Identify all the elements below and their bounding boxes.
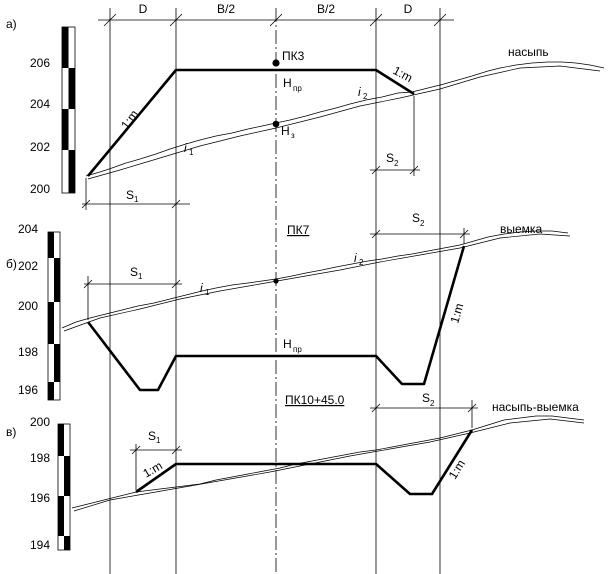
scale-b-198: 198 <box>18 345 38 359</box>
scale-b-200: 200 <box>18 299 38 313</box>
scale-b-204: 204 <box>18 222 38 236</box>
panel-b-ground-line <box>61 230 569 329</box>
panel-b-type: выемка <box>500 222 542 236</box>
panel-b-picket: ПК7 <box>287 223 310 237</box>
panel-c-s-left-sub: 1 <box>156 436 161 445</box>
dim-b-half-left: B/2 <box>217 2 235 16</box>
panel-c-label: в) <box>6 425 16 439</box>
panel-b-i-left: i <box>200 281 203 295</box>
panel-a-label: а) <box>6 17 17 31</box>
panel-a-scale-bar <box>61 26 76 194</box>
panel-b-h-design-sub: пр <box>293 345 302 354</box>
panel-a-i-right-sub: 2 <box>363 92 368 101</box>
panel-b: б) 204 202 200 198 196 ПК7 H пр i 1 i 2 … <box>6 211 571 401</box>
dim-d-right: D <box>404 2 413 16</box>
panel-c-slope-left: 1:m <box>141 458 165 480</box>
scale-b-202: 202 <box>18 259 38 273</box>
panel-b-h-design: H <box>283 337 292 351</box>
panel-a-s-left: S <box>126 188 134 202</box>
panel-a-i-left: i <box>184 141 187 155</box>
scale-a-202: 202 <box>30 140 50 154</box>
panel-a-ground-point <box>272 120 280 128</box>
panel-a-h-design-sub: пр <box>293 84 302 93</box>
panel-a-h-ground-sub: з <box>291 131 295 140</box>
panel-a-design-point <box>272 59 280 67</box>
panel-a-s-right: S <box>386 151 394 165</box>
panel-a-embankment <box>86 68 415 177</box>
panel-a: а) 206 204 202 200 ПК3 H пр H з 1:m 1:m … <box>6 17 605 210</box>
panel-a-type: насыпь <box>508 45 549 59</box>
panel-c-s-left: S <box>148 429 156 443</box>
dim-b-half-right: B/2 <box>317 2 335 16</box>
panel-a-h-ground: H <box>281 124 290 138</box>
panel-c-picket: ПК10+45.0 <box>285 393 345 407</box>
panel-c-type: насыпь-выемка <box>492 400 579 414</box>
panel-b-i-right: i <box>354 251 357 265</box>
panel-a-s-right-sub: 2 <box>394 159 399 168</box>
scale-a-206: 206 <box>30 56 50 70</box>
panel-c-slope-right: 1:m <box>446 457 468 481</box>
panel-b-s-left: S <box>130 265 138 279</box>
panel-b-i-left-sub: 1 <box>205 288 210 297</box>
scale-c-196: 196 <box>30 491 50 505</box>
panel-c: в) 200 198 196 194 ПК10+45.0 1:m 1:m S 1 <box>6 391 585 552</box>
panel-a-h-design: H <box>283 76 292 90</box>
panel-b-s-right-sub: 2 <box>420 219 425 228</box>
panel-a-i-right: i <box>358 85 361 99</box>
panel-c-s-right: S <box>422 391 430 405</box>
panel-a-i-left-sub: 1 <box>189 148 194 157</box>
panel-c-ground-line <box>71 415 585 509</box>
panel-c-profile <box>135 429 474 496</box>
panel-a-picket: ПК3 <box>282 49 305 63</box>
panel-b-slope-right: 1:m <box>447 302 466 325</box>
scale-c-194: 194 <box>30 538 50 552</box>
panel-a-slope-left: 1:m <box>118 107 141 131</box>
panel-b-i-right-sub: 2 <box>359 258 364 267</box>
panel-b-s-left-sub: 1 <box>138 272 143 281</box>
panel-c-s-right-sub: 2 <box>430 399 435 408</box>
scale-c-200: 200 <box>30 415 50 429</box>
panel-a-ground-line <box>85 61 605 177</box>
panel-a-s-left-sub: 1 <box>134 195 139 204</box>
panel-b-s-right: S <box>412 211 420 225</box>
panel-b-ground-point <box>273 278 279 284</box>
scale-a-200: 200 <box>30 182 50 196</box>
panel-b-scale-bar <box>47 231 61 401</box>
panel-b-cutting <box>86 245 466 392</box>
panel-c-scale-bar <box>57 423 71 551</box>
scale-c-198: 198 <box>30 451 50 465</box>
panel-b-label: б) <box>6 257 17 271</box>
scale-a-204: 204 <box>30 97 50 111</box>
dim-d-left: D <box>139 2 148 16</box>
top-dimension: D B/2 B/2 D <box>98 2 454 27</box>
scale-b-196: 196 <box>18 383 38 397</box>
